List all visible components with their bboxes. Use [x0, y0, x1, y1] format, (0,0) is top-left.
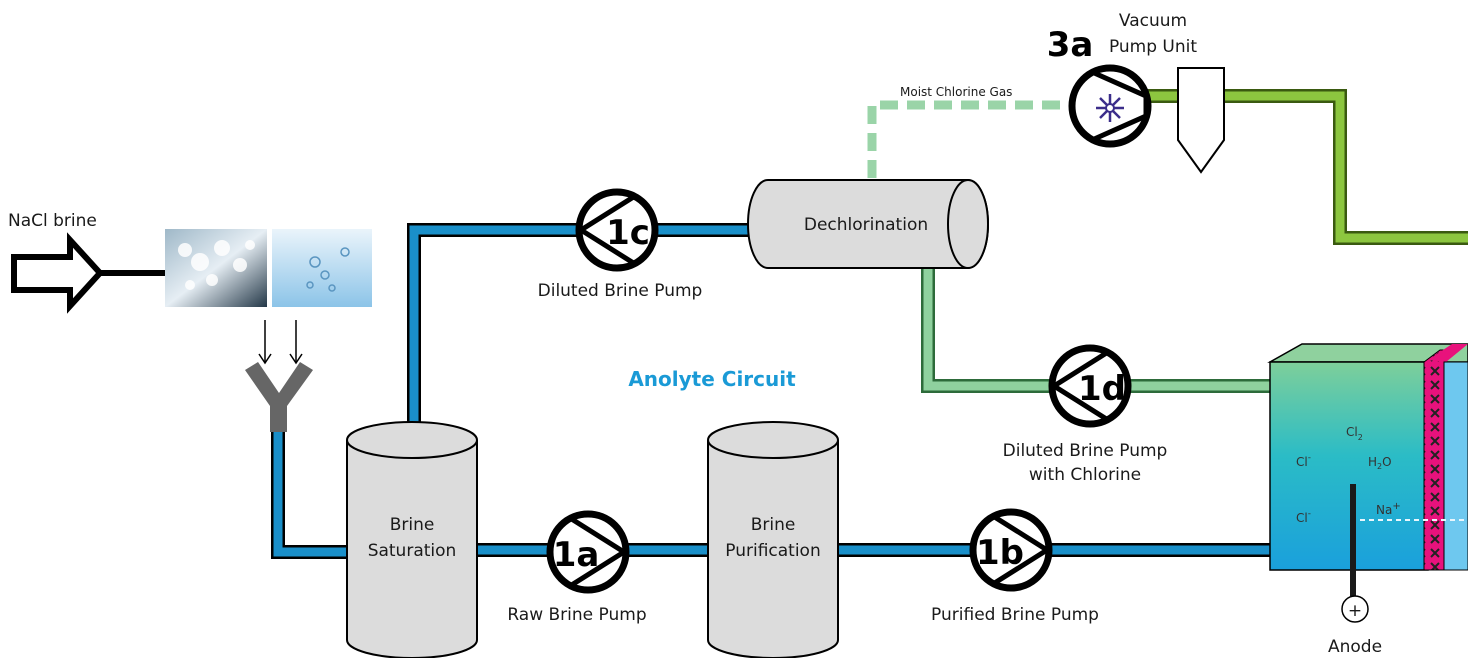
anode-terminal-icon [1341, 595, 1369, 623]
input-arrow-icon [11, 232, 105, 314]
cl2-label: Cl2 [1346, 425, 1363, 442]
dechlorination-tank: Dechlorination [747, 179, 989, 269]
pump-3a-label-1: Vacuum [1119, 11, 1187, 31]
pump-1b: 1b [969, 508, 1053, 592]
pump-1a-label: Raw Brine Pump [507, 605, 646, 625]
moist-chlorine-gas-line [867, 100, 1072, 178]
salt-crystal-texture [178, 240, 255, 290]
pump-1c-id: 1c [606, 213, 650, 253]
gas-label: Moist Chlorine Gas [900, 85, 1012, 99]
brine-purification-tank: Brine Purification [707, 421, 839, 658]
saturation-label-2: Saturation [368, 541, 457, 561]
pump-3a-id: 3a [1047, 25, 1094, 65]
electrolysis-cell [1267, 343, 1468, 596]
pump-1d: 1d [1048, 344, 1132, 428]
saturation-label-1: Brine [390, 515, 435, 535]
brine-saturation-tank: Brine Saturation [346, 421, 478, 658]
anolyte-circuit-label: Anolyte Circuit [628, 367, 796, 391]
pump-3a-label-2: Pump Unit [1109, 37, 1197, 57]
separator-unit [1177, 67, 1225, 174]
anode-symbol: + [1348, 601, 1362, 621]
pump-1c-label: Diluted Brine Pump [538, 281, 703, 301]
water-bubbles [306, 247, 350, 292]
na-plus-label: Na+ [1376, 501, 1401, 517]
pump-1b-id: 1b [976, 533, 1024, 573]
water-image [272, 229, 372, 307]
cl-minus-label-2: Cl- [1296, 509, 1311, 525]
pump-1a-id: 1a [553, 535, 600, 575]
pump-1b-label: Purified Brine Pump [931, 605, 1099, 625]
vacuum-pump-3a [1068, 64, 1152, 148]
purification-label-1: Brine [751, 515, 796, 535]
pump-1c: 1c [575, 188, 659, 272]
pump-1d-id: 1d [1078, 369, 1126, 409]
pump-1d-label-2: with Chlorine [1029, 465, 1141, 485]
purification-label-2: Purification [725, 541, 820, 561]
nacl-label: NaCl brine [8, 211, 97, 231]
anode-label: Anode [1328, 637, 1382, 657]
dechlorination-label: Dechlorination [804, 215, 928, 235]
y-junction-icon [245, 362, 313, 432]
cl-minus-label-1: Cl- [1296, 453, 1311, 469]
vacuum-green-pipe [1140, 89, 1468, 245]
diluted-chlorine-pipe [921, 268, 1272, 393]
down-arrows-icon [258, 320, 303, 365]
pump-1a: 1a [546, 510, 630, 594]
h2o-label: H2O [1368, 455, 1392, 471]
pump-1d-label-1: Diluted Brine Pump [1003, 441, 1168, 461]
